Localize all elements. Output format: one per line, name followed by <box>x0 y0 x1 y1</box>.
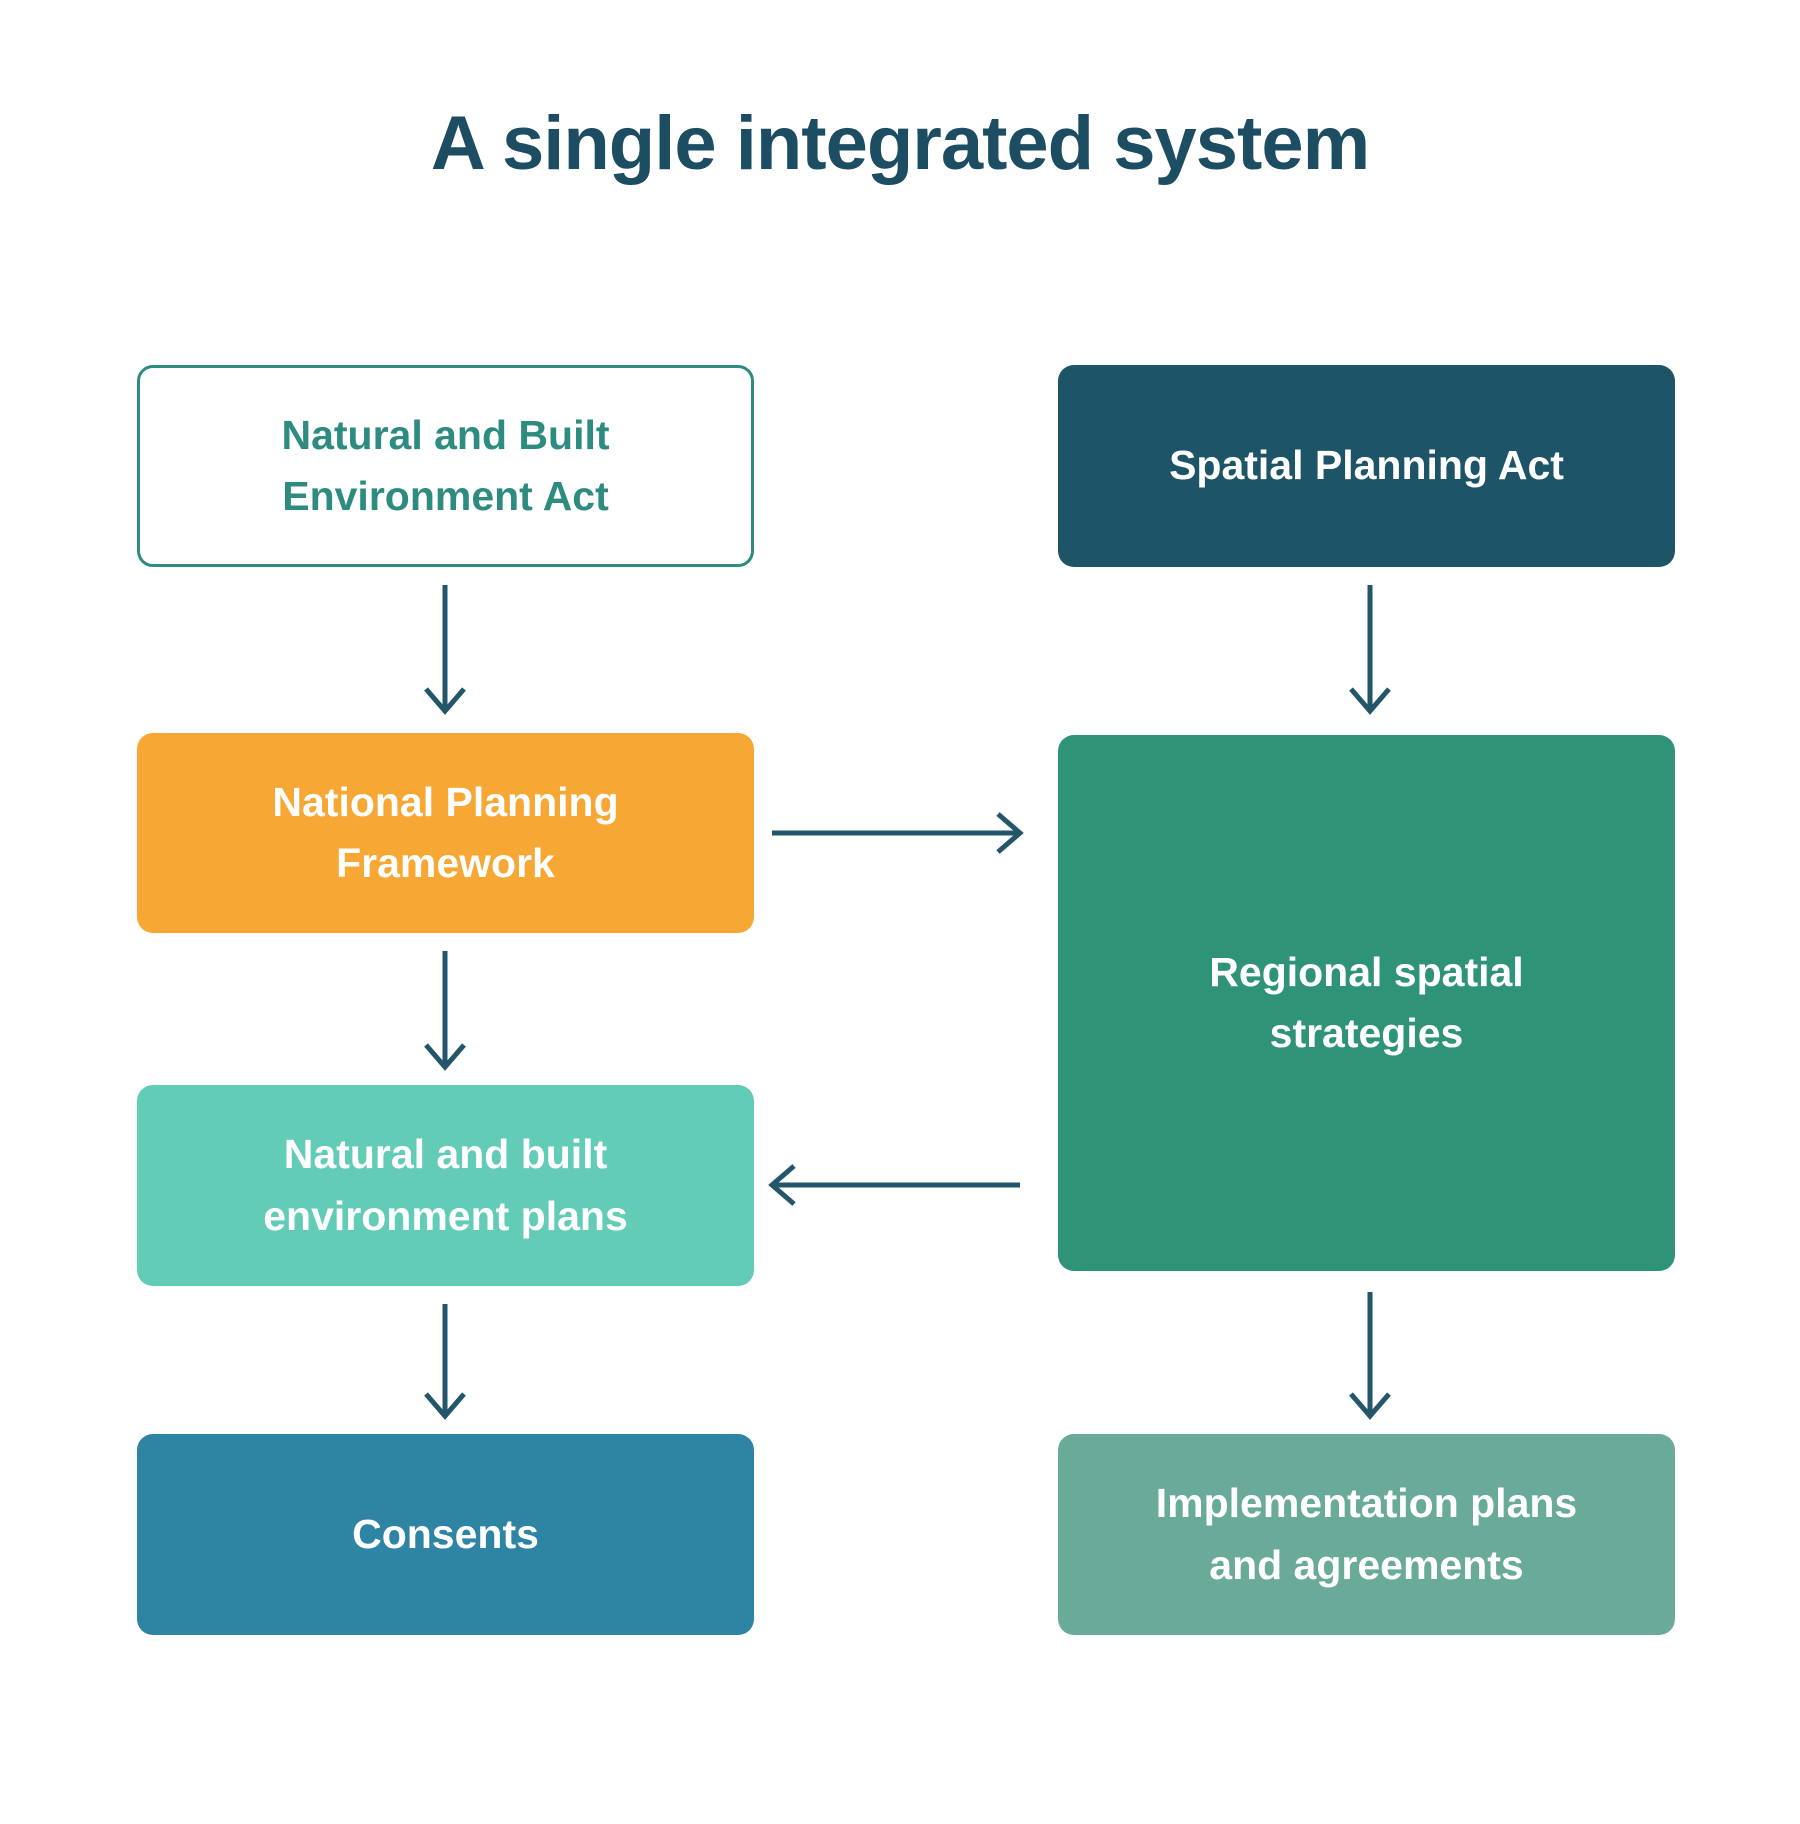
box-label-line: Framework <box>336 840 555 886</box>
box-label-line: Spatial Planning Act <box>1169 442 1564 489</box>
box-label-line: and agreements <box>1209 1541 1524 1588</box>
box-label-line: Regional spatial <box>1209 948 1524 995</box>
arrow-spatial-act-to-rss-icon <box>1349 585 1391 715</box>
box-label-line: Natural and built <box>283 1131 608 1177</box>
box-natural-built-environment-act: Natural and Built Environment Act <box>137 365 754 567</box>
box-label-line: National Planning <box>272 778 619 825</box>
box-label-line: environment plans <box>263 1192 628 1239</box>
box-implementation-plans-agreements: Implementation plans and agreements <box>1058 1434 1675 1635</box>
arrow-rss-to-nbe-plans-icon <box>768 1164 1020 1206</box>
box-national-planning-framework: National Planning Framework <box>137 733 754 933</box>
arrow-nbe-plans-to-consents-icon <box>424 1304 466 1420</box>
box-consents: Consents <box>137 1434 754 1635</box>
page-title: A single integrated system <box>430 101 1370 186</box>
arrow-rss-to-implementation-icon <box>1349 1292 1391 1420</box>
box-label-line: Consents <box>352 1510 539 1557</box>
arrow-npf-to-nbe-plans-icon <box>424 951 466 1071</box>
box-spatial-planning-act: Spatial Planning Act <box>1058 365 1675 567</box>
arrow-nbe-act-to-npf-icon <box>424 585 466 715</box>
box-regional-spatial-strategies: Regional spatial strategies <box>1058 735 1675 1271</box>
box-label-line: Natural and Built <box>281 411 610 458</box>
box-label-line: Environment Act <box>282 473 609 519</box>
box-natural-built-environment-plans: Natural and built environment plans <box>137 1085 754 1286</box>
arrow-npf-to-rss-icon <box>772 812 1024 854</box>
box-label-line: strategies <box>1269 1010 1464 1056</box>
box-label-line: Implementation plans <box>1155 1480 1578 1526</box>
